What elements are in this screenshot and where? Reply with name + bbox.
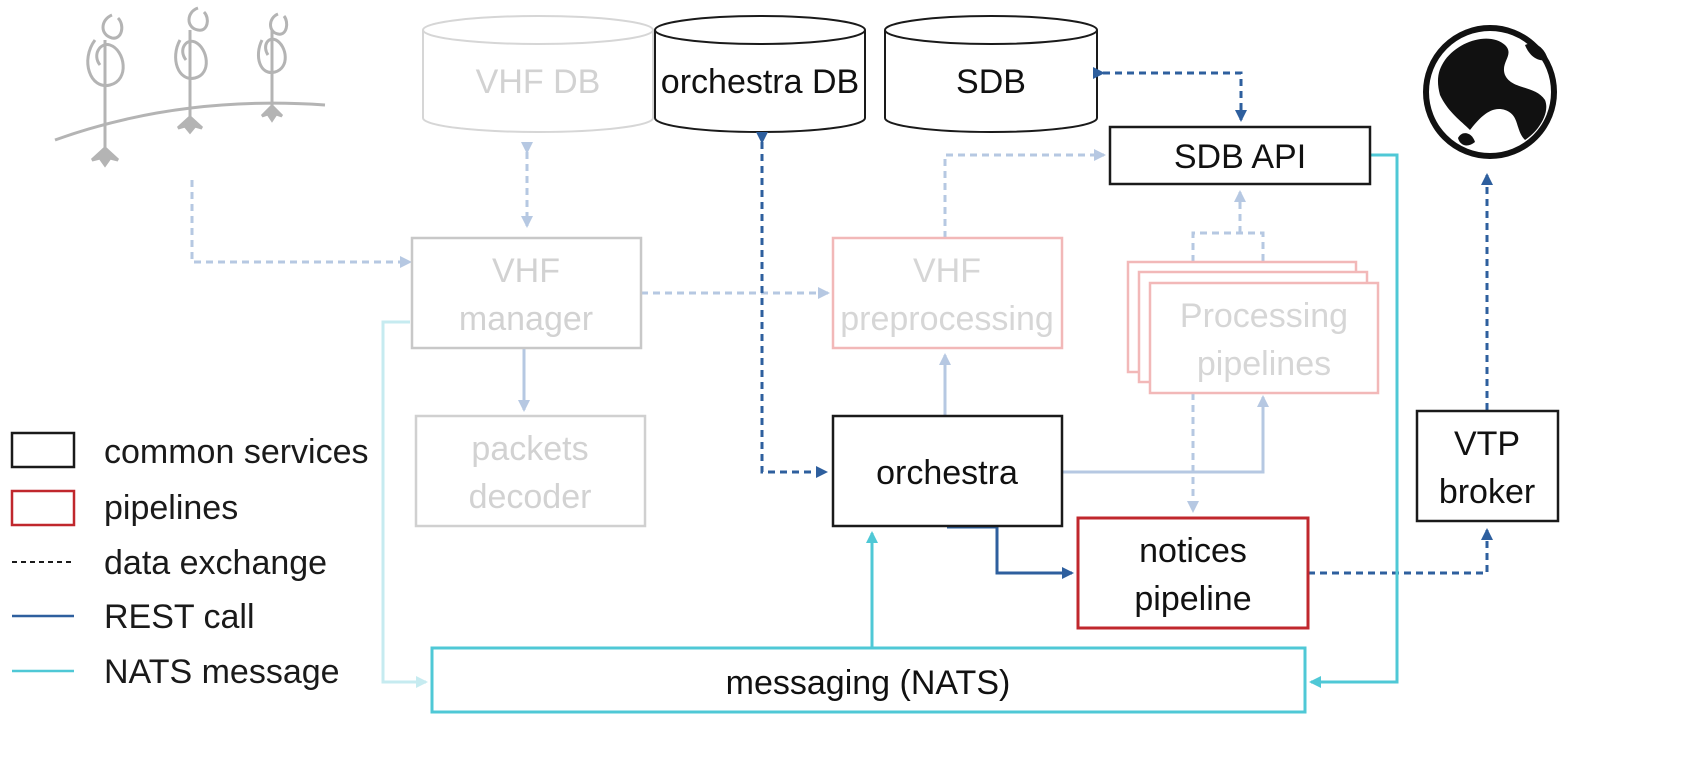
vtp-broker-box: VTP broker [1415,409,1560,523]
vtp-broker-label-1: VTP [1454,425,1520,463]
messaging-box: messaging (NATS) [430,646,1307,714]
legend-label-rest-call: REST call [104,598,255,636]
packets-decoder-label-2: decoder [469,478,592,516]
packets-decoder-box: packets decoder [414,414,647,528]
conn-orchestra-pipelines [1062,395,1269,474]
legend-label-common-services: common services [104,433,369,471]
vhf-preprocessing-label-1: VHF [913,252,981,290]
legend-swatch-pipelines [10,489,76,527]
vhf-manager-label-1: VHF [492,252,560,290]
conn-notices-vtp [1308,528,1493,575]
conn-manager-messaging [381,320,428,688]
processing-pipelines-label-1: Processing [1180,297,1348,335]
sdb-api-label: SDB API [1174,138,1306,176]
sdb-api-box: SDB API [1108,125,1372,186]
vtp-broker-label-2: broker [1439,473,1535,511]
conn-sdbapi-messaging [1309,153,1399,688]
legend-label-nats-message: NATS message [104,653,340,691]
vhf-manager-label-2: manager [459,300,593,338]
notices-pipeline-label-2: pipeline [1134,580,1251,618]
vhf-preprocessing-box: VHF preprocessing [831,236,1064,350]
vhf-manager-box: VHF manager [410,236,643,350]
legend-swatch-common-services [10,431,76,469]
conn-orchestra-notices [947,525,1074,579]
vhf-db-cylinder: VHF DB [422,15,654,133]
legend: common services pipelines data exchange … [10,431,369,691]
notices-pipeline-label-1: notices [1139,532,1247,570]
legend-label-data-exchange: data exchange [104,544,327,582]
messaging-label: messaging (NATS) [726,664,1011,702]
conn-preproc-sdbapi [943,149,1106,238]
orchestra-box: orchestra [831,414,1064,528]
notices-pipeline-box: notices pipeline [1076,516,1310,630]
orchestra-db-cylinder: orchestra DB [654,15,866,133]
sdb-cylinder: SDB [884,15,1098,133]
conn-sdbapi-pipelines [1191,231,1269,277]
sdb-label: SDB [956,63,1026,101]
packets-decoder-label-1: packets [471,430,588,468]
conn-orchestradb-orchestra [756,132,828,478]
conn-sdb-sdbapi [1093,67,1247,122]
legend-label-pipelines: pipelines [104,489,238,527]
orchestra-db-label: orchestra DB [661,63,859,101]
connectors [190,67,1493,688]
antenna-trees-icon [54,6,326,168]
processing-pipelines-label-2: pipelines [1197,345,1331,383]
vhf-preprocessing-label-2: preprocessing [840,300,1054,338]
globe-icon [1423,25,1557,159]
orchestra-label: orchestra [876,454,1018,492]
processing-pipelines-stack: Processing pipelines [1126,260,1380,395]
vhf-db-label: VHF DB [476,63,601,101]
conn-antenna-manager [190,180,412,268]
